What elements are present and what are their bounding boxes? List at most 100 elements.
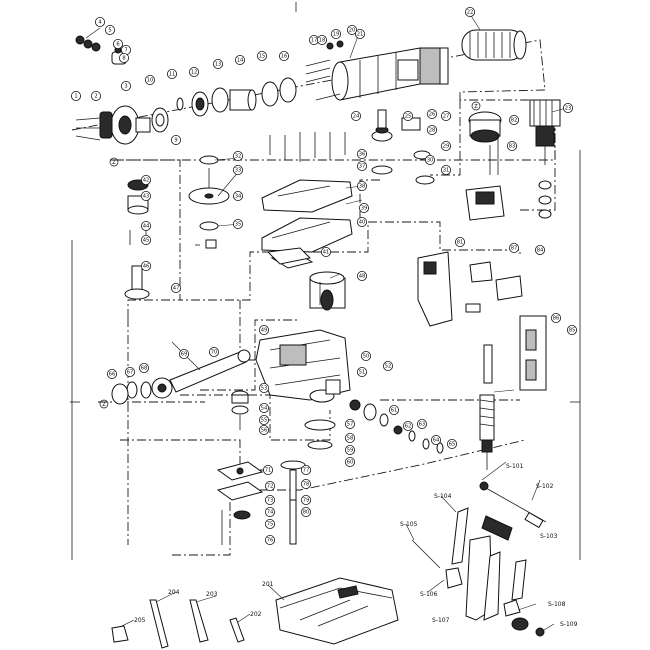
callout-number: 55 [261,417,268,423]
part-callout: 40 [356,216,367,227]
callout-balloon [446,438,457,449]
part-callout: 24 [350,111,361,122]
part-callout: 76 [264,535,275,546]
callout-number: 40 [359,219,366,225]
part-callout: 53 [258,382,269,393]
part-callout: 52 [382,360,393,371]
part-callout: 73 [264,494,275,505]
callout-balloon [356,270,367,281]
callout-balloon [464,7,475,17]
callout-balloon [356,180,367,191]
barrel-housing [331,47,449,101]
part-callout: 41 [320,246,331,257]
side-handle-bracket [417,251,547,391]
part-callout: 86 [551,312,562,323]
chisel-bits [111,599,245,649]
part-callout: 15 [256,51,267,62]
part-callout: 34 [232,190,243,201]
callout-number: 8 [122,55,125,61]
part-callout: 51 [356,366,367,377]
callout-balloon [356,216,367,227]
callout-number: 70 [211,349,218,355]
part-callout: 13 [212,59,223,70]
callout-balloon [232,164,243,175]
callout-balloon [506,140,517,151]
part-callout: 6 [113,39,124,50]
callout-number: 42 [143,177,150,183]
callout-balloon [402,111,413,122]
callout-number: 71 [265,467,272,473]
part-callout: 66 [107,368,118,379]
callout-balloon [258,424,269,435]
part-callout: 27 [440,111,451,122]
accessory-label: 205 [134,617,146,624]
part-callout: 58 [344,432,355,443]
callout-balloon [508,115,519,126]
part-callout: 61 [388,404,399,415]
callout-balloon [140,234,151,245]
part-callout: 70 [208,346,219,357]
callout-balloon [382,360,393,371]
callout-balloon [144,75,155,86]
accessory-label: 204 [168,589,180,596]
part-callout: 9 [170,134,181,145]
accessory-label: 202 [250,611,262,618]
callout-number: 68 [141,365,148,371]
callout-number: 7 [124,47,127,53]
callout-balloon [258,402,269,413]
callout-number: 14 [237,57,244,63]
part-callout: 29 [440,140,451,151]
callout-number: 54 [261,405,268,411]
callout-number: 2 [94,93,97,99]
side-handle-rod [451,481,547,565]
part-callout: 57 [344,418,355,429]
callout-number: 22 [467,9,474,15]
callout-number: 50 [363,353,370,359]
callout-number: 6 [116,41,119,47]
callout-number: 28 [429,127,436,133]
callout-balloon [234,55,245,66]
callout-number: 62 [405,423,412,429]
callout-number: 65 [449,441,456,447]
callout-balloon [426,125,437,136]
assembly-mark-right: Z [102,402,106,408]
callout-number: 13 [215,61,222,67]
callout-balloon [440,140,451,151]
part-callout: 30 [424,154,435,165]
part-callout: 43 [140,190,151,201]
accessory-label: S-107 [432,617,450,624]
part-callout: 14 [234,55,245,66]
callout-balloon [188,67,199,78]
callout-number: 44 [143,223,150,229]
callout-balloon [354,28,365,39]
part-callout: 71 [262,464,273,475]
stator [309,271,346,311]
part-callout: 64 [430,434,441,445]
part-callout: 67 [125,366,136,377]
gear-stack-center [188,109,393,231]
field-housing [465,111,505,221]
part-callout: 10 [144,75,155,86]
callout-number: 79 [303,497,310,503]
carrying-case [275,577,399,645]
part-callout: 55 [258,414,269,425]
callout-balloon [424,154,435,165]
callout-number: 51 [359,369,366,375]
part-callout: 19 [330,28,341,39]
part-callout: 49 [258,324,269,335]
callout-number: 56 [261,427,268,433]
callout-balloon [107,368,118,379]
callout-number: 27 [443,113,450,119]
part-callout: 54 [258,402,269,413]
callout-balloon [264,480,275,491]
callout-balloon [330,28,341,39]
lower-gasket-stack [216,460,306,545]
callout-number: 72 [267,483,274,489]
callout-number: 63 [419,421,426,427]
callout-number: 20 [349,27,356,33]
callout-balloon [388,404,399,415]
callout-number: 41 [323,249,330,255]
part-callout: 1 [71,91,82,102]
callout-balloon [278,51,289,62]
